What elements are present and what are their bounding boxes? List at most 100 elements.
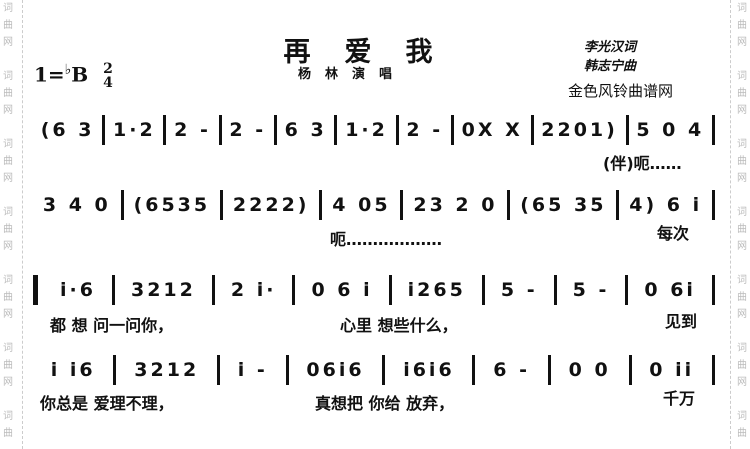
bar-line [220, 190, 224, 220]
bar-line [319, 190, 323, 220]
watermark-char: 曲 [3, 224, 13, 235]
measure: 6 3 [284, 119, 327, 141]
watermark-char: 曲 [3, 292, 13, 303]
measure: 4) 6 i [629, 194, 703, 216]
watermark-char: 词 [3, 139, 13, 150]
bar-line [400, 190, 404, 220]
watermark-char [734, 187, 750, 204]
bar-line [285, 355, 289, 385]
bar-line [388, 275, 392, 305]
singer: 杨林演唱 [298, 67, 407, 82]
bar-line [450, 115, 454, 145]
lyric-line: 心里 想些什么， [340, 316, 458, 335]
watermark-char: 网 [737, 105, 747, 116]
watermark-char: 词 [3, 207, 13, 218]
measure: (6535 [133, 194, 211, 216]
watermark-char: 网 [3, 377, 13, 388]
bar-line [530, 115, 534, 145]
watermark-char [734, 391, 750, 408]
measure: 2 i· [230, 279, 277, 301]
bar-line [481, 275, 485, 305]
watermark-char [734, 323, 750, 340]
watermark-char [0, 255, 16, 272]
watermark-char: 曲 [737, 360, 747, 371]
watermark-char [0, 323, 16, 340]
lyric-line: 都 想 问一问你， [50, 316, 174, 335]
watermark-char: 网 [737, 37, 747, 48]
watermark-char: 词 [737, 411, 747, 422]
lyric-line: 见到 [665, 312, 698, 331]
measure: 3 4 0 [42, 194, 111, 216]
measure: 3212 [130, 279, 196, 301]
watermark-char: 词 [737, 71, 747, 82]
watermark-char: 网 [737, 309, 747, 320]
watermark-char: 词 [737, 139, 747, 150]
lyric-line: 真想把 你给 放弃， [315, 394, 455, 413]
lyricist: 李光汉词 [584, 40, 637, 55]
measure: 2201) [541, 119, 618, 141]
watermark-char: 词 [3, 411, 13, 422]
measure: 4 05 [332, 194, 391, 216]
bar-line [553, 275, 557, 305]
measure: i - [237, 359, 268, 381]
watermark-char: 曲 [737, 20, 747, 31]
watermark-char [0, 119, 16, 136]
lyric-line: (伴)呃…… [603, 154, 682, 173]
bar-line [113, 355, 117, 385]
measure: 6 - [493, 359, 531, 381]
watermark-char: 曲 [737, 428, 747, 439]
measure: i6i6 [403, 359, 455, 381]
watermark-char: 网 [3, 105, 13, 116]
measure: i265 [407, 279, 466, 301]
bar-line [334, 115, 338, 145]
song-title: 再爱我 [283, 37, 467, 68]
measure: 0 6 i [311, 279, 373, 301]
measure: 0 6i [644, 279, 696, 301]
time-bottom: 4 [103, 75, 113, 92]
bar-line [216, 355, 220, 385]
measure: 23 2 0 [413, 194, 498, 216]
watermark-char [0, 391, 16, 408]
measure: 5 - [500, 279, 538, 301]
measure: 0X X [461, 119, 523, 141]
bar-line [273, 115, 277, 145]
watermark-char: 网 [737, 377, 747, 388]
bar-line [625, 115, 629, 145]
bar-line [111, 275, 115, 305]
bar-line [163, 115, 167, 145]
measure: 2 - [229, 119, 267, 141]
measure: i·6 [60, 279, 96, 301]
measure: 1·2 [113, 119, 156, 141]
bar-line [628, 355, 632, 385]
measure: 5 - [572, 279, 610, 301]
bar-line [711, 355, 715, 385]
watermark-char: 词 [737, 343, 747, 354]
watermark-char: 曲 [3, 428, 13, 439]
watermark-char: 网 [3, 37, 13, 48]
watermark-char: 网 [3, 173, 13, 184]
watermark-left: 词曲网 词曲网 词曲网 词曲网 词曲网 词曲网 词曲 [0, 0, 16, 449]
watermark-char: 曲 [737, 156, 747, 167]
time-top: 2 [103, 61, 113, 78]
watermark-char: 词 [3, 71, 13, 82]
margin-line-left [22, 0, 23, 449]
watermark-char: 曲 [3, 20, 13, 31]
bar-line [211, 275, 215, 305]
bar-line [711, 115, 715, 145]
bar-line [547, 355, 551, 385]
watermark-char: 网 [3, 241, 13, 252]
bar-line [616, 190, 620, 220]
measure: (65 35 [520, 194, 607, 216]
bar-line [711, 190, 715, 220]
watermark-char: 词 [737, 275, 747, 286]
repeat-start-sign [33, 275, 38, 305]
bar-line [382, 355, 386, 385]
watermark-char: 网 [737, 241, 747, 252]
watermark-char: 曲 [737, 292, 747, 303]
flat-sign: ♭ [64, 62, 72, 78]
watermark-char: 词 [3, 3, 13, 14]
measure: (6 3 [40, 119, 95, 141]
measure: 5 0 4 [636, 119, 705, 141]
bar-line [120, 190, 124, 220]
watermark-char: 曲 [737, 88, 747, 99]
